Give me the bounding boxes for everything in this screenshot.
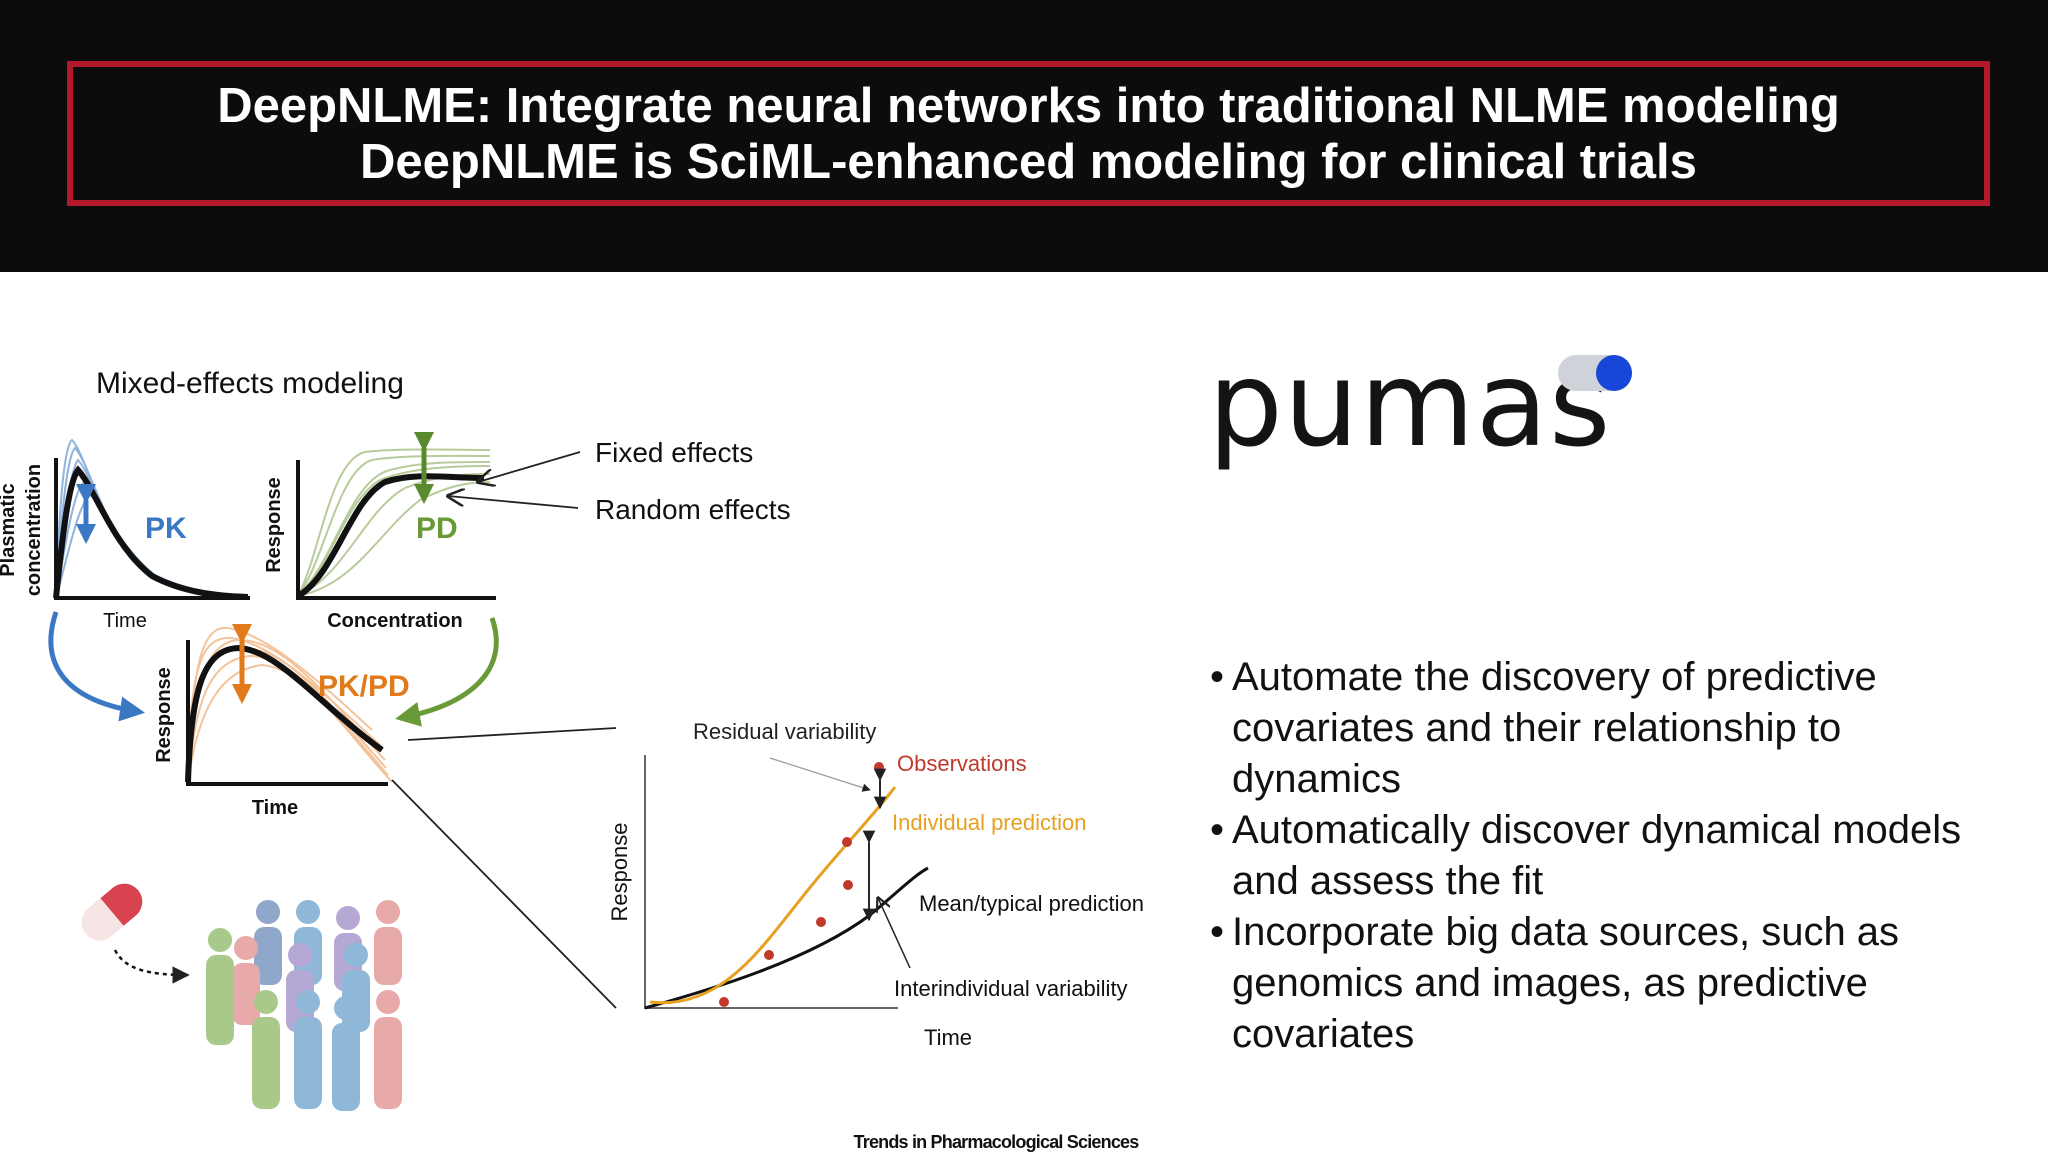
person-figure bbox=[332, 996, 360, 1111]
observation-point bbox=[816, 917, 826, 927]
toggle-on-icon bbox=[1558, 355, 1632, 391]
pd-mean-curve bbox=[296, 473, 485, 599]
title-box: DeepNLME: Integrate neural networks into… bbox=[67, 61, 1990, 206]
person-figure bbox=[374, 990, 402, 1109]
pk-axes bbox=[54, 458, 250, 600]
pk-ylabel-line1: Plasmatic bbox=[0, 483, 19, 576]
toggle-knob bbox=[1596, 355, 1632, 391]
pkpd-axes bbox=[186, 640, 388, 786]
header-band bbox=[0, 0, 2048, 272]
individual-prediction-label: Individual prediction bbox=[892, 810, 1086, 835]
pd-individual-curves bbox=[297, 448, 491, 597]
pkpd-xlabel: Time bbox=[252, 797, 298, 819]
individual-prediction-line bbox=[649, 786, 897, 1005]
person-figure bbox=[374, 900, 402, 985]
bullet-list: Automate the discovery of predictive cov… bbox=[1210, 652, 2010, 1060]
residual-xlabel: Time bbox=[924, 1025, 972, 1050]
figure-heading: Mixed-effects modeling bbox=[96, 367, 404, 400]
random-effects-pointer bbox=[448, 496, 579, 509]
pk-tag: PK bbox=[145, 512, 187, 545]
fixed-effects-label: Fixed effects bbox=[595, 437, 753, 468]
zoom-line-bottom bbox=[391, 779, 617, 1009]
pk-panel: PK Time Plasmatic concentration bbox=[0, 438, 250, 632]
pd-to-pkpd-arrow bbox=[395, 617, 499, 727]
pk-ylabel-line2: concentration bbox=[23, 464, 45, 596]
interindividual-variability-label: Interindividual variability bbox=[894, 976, 1128, 1001]
pd-tag: PD bbox=[416, 512, 458, 545]
person-figure bbox=[254, 900, 282, 985]
pkpd-ylabel: Response bbox=[153, 667, 175, 763]
source-credit: Trends in Pharmacological Sciences bbox=[854, 1132, 1140, 1152]
pk-mean-curve bbox=[53, 465, 249, 600]
pkpd-mean-curve bbox=[185, 644, 384, 783]
pd-panel: PD Concentration Response bbox=[263, 432, 496, 632]
observation-point bbox=[719, 997, 729, 1007]
bullet-item: Incorporate big data sources, such as ge… bbox=[1210, 907, 2010, 1060]
pkpd-tag: PK/PD bbox=[318, 670, 410, 703]
residual-inset: Residual variability Observations Indivi… bbox=[607, 719, 1144, 1050]
person-figure bbox=[206, 928, 234, 1045]
pill-to-population-arrow bbox=[113, 949, 190, 984]
mixed-effects-figure: Mixed-effects modeling PK Time Plasmatic… bbox=[0, 367, 1144, 1152]
pill-capsule-icon bbox=[81, 883, 143, 941]
pk-to-pkpd-arrow bbox=[48, 611, 145, 722]
pkpd-individual-curves bbox=[187, 626, 393, 783]
observation-point bbox=[842, 837, 852, 847]
pd-ylabel: Response bbox=[263, 477, 285, 573]
observation-point bbox=[874, 762, 884, 772]
observation-point bbox=[843, 880, 853, 890]
pumas-wordmark: pumas bbox=[1208, 335, 1612, 473]
residual-ylabel: Response bbox=[607, 822, 632, 921]
title-line-1: DeepNLME: Integrate neural networks into… bbox=[217, 78, 1840, 133]
mean-prediction-line bbox=[644, 866, 929, 1010]
interindividual-label-pointer bbox=[878, 898, 911, 969]
zoom-line-top bbox=[407, 727, 617, 741]
pd-axes bbox=[296, 460, 496, 600]
person-figure bbox=[294, 990, 322, 1109]
residual-axes bbox=[644, 755, 898, 1009]
bullet-item: Automate the discovery of predictive cov… bbox=[1210, 652, 2010, 805]
person-figure bbox=[252, 990, 280, 1109]
observation-point bbox=[764, 950, 774, 960]
bullet-item: Automatically discover dynamical models … bbox=[1210, 805, 2010, 907]
title-line-2: DeepNLME is SciML-enhanced modeling for … bbox=[360, 134, 1697, 189]
observations-label: Observations bbox=[897, 751, 1027, 776]
fixed-effects-pointer bbox=[478, 451, 581, 482]
pd-xlabel: Concentration bbox=[327, 610, 463, 632]
pk-xlabel: Time bbox=[103, 610, 147, 632]
random-effects-label: Random effects bbox=[595, 494, 791, 525]
person-figure bbox=[232, 936, 260, 1025]
population-icon bbox=[206, 900, 402, 1111]
residual-variability-label: Residual variability bbox=[693, 719, 876, 744]
pumas-logo: pumas bbox=[1208, 345, 1668, 485]
pkpd-panel: PK/PD Time Response bbox=[153, 624, 410, 819]
residual-label-pointer bbox=[769, 757, 871, 792]
mean-prediction-label: Mean/typical prediction bbox=[919, 891, 1144, 916]
